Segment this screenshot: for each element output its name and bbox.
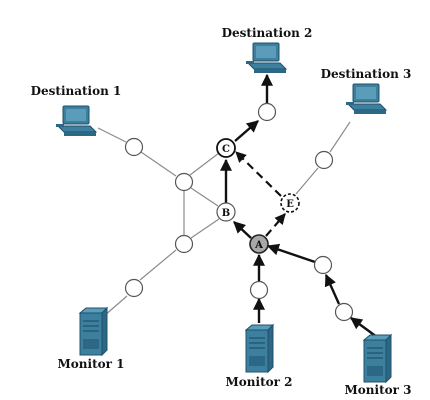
- router-node: [334, 302, 354, 322]
- destination-3-label: Destination 3: [321, 67, 412, 81]
- link-left-bottom-router-to-node: [139, 249, 177, 281]
- destination-2-label: Destination 2: [222, 26, 313, 40]
- arrow-C-to-node: [234, 120, 259, 142]
- workstation-icon: [245, 42, 287, 74]
- node-C-label: C: [222, 144, 230, 155]
- node-B: B: [216, 202, 236, 222]
- link-left-bottom-router-to-B: [190, 218, 220, 239]
- link-node-to-dest3: [329, 121, 351, 153]
- arrow-monitor3-to-node: [350, 317, 378, 338]
- arrow-node-to-A-right: [266, 243, 316, 264]
- grey-links: [97, 121, 351, 317]
- node-C: C: [216, 138, 236, 158]
- link-node-to-monitor1: [103, 295, 128, 317]
- node-B-label: B: [222, 208, 230, 219]
- destination-1-label: Destination 1: [31, 84, 122, 98]
- router-node: [249, 280, 269, 300]
- router-node: [313, 255, 333, 275]
- node-A: A: [249, 234, 269, 254]
- arrow-node-to-node-right: [324, 273, 341, 305]
- dashed-arrow-E-to-C: [235, 151, 282, 197]
- router-node: [257, 102, 277, 122]
- node-E-label: E: [286, 199, 294, 210]
- node-A-label: A: [254, 240, 263, 251]
- router-node: [174, 172, 194, 192]
- monitor-1-label: Monitor 1: [58, 357, 125, 371]
- link-left-top-router-to-C: [189, 152, 220, 176]
- server-tower-icon: [363, 334, 392, 383]
- highlighted-paths: [220, 73, 378, 338]
- server-tower-icon: [245, 324, 274, 373]
- server-tower-icon: [79, 307, 108, 356]
- workstation-icon: [345, 83, 387, 115]
- arrow-A-to-B: [233, 221, 252, 239]
- link-left-top-router-to-B: [190, 187, 219, 207]
- router-node: [314, 150, 334, 170]
- link-node-to-left-top-router: [140, 151, 177, 177]
- router-node: [124, 278, 144, 298]
- monitor-3-label: Monitor 3: [345, 383, 412, 397]
- router-node: [124, 137, 144, 157]
- node-E: E: [280, 193, 300, 213]
- monitor-2-label: Monitor 2: [226, 375, 293, 389]
- workstation-icon: [55, 105, 97, 137]
- dashed-arrow-A-to-E: [265, 213, 286, 237]
- router-node: [174, 234, 194, 254]
- router-nodes: [124, 102, 354, 322]
- link-E-to-node: [295, 167, 319, 195]
- link-dest1-node: [97, 127, 127, 143]
